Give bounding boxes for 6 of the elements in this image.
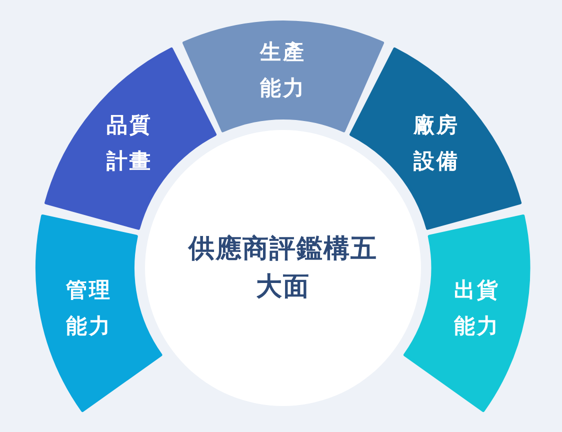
segment-label: 廠房設備 [412,112,460,175]
segment-label: 品質計畫 [105,112,154,175]
center-title: 供應商評鑑構五大面 [188,233,378,304]
segment-label: 管理能力 [65,276,114,340]
segment-label: 生產能力 [258,39,307,102]
segment-label: 出貨能力 [452,276,501,340]
